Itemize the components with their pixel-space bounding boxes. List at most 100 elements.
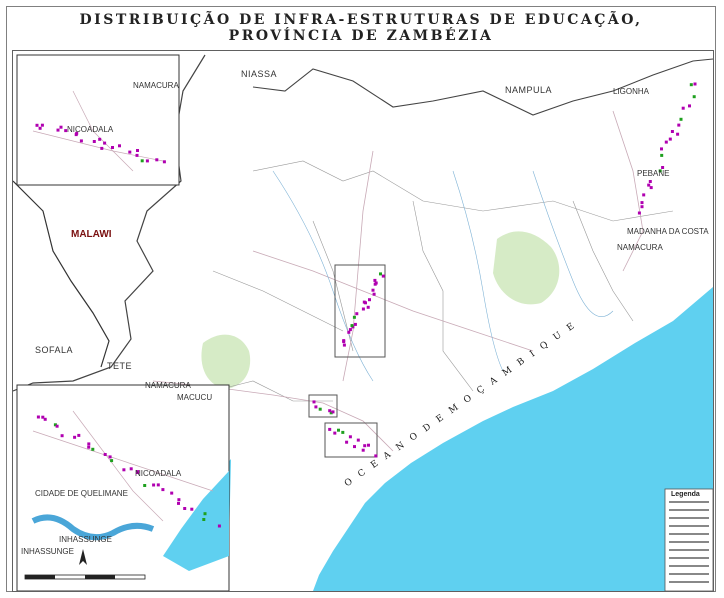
school-marker — [374, 454, 378, 458]
park-area-2 — [201, 334, 251, 389]
label-namacura-inset: NAMACURA — [133, 81, 179, 90]
school-marker — [366, 305, 370, 309]
school-marker — [647, 183, 651, 187]
school-markers — [35, 82, 697, 528]
school-marker — [348, 328, 352, 332]
school-marker — [664, 140, 668, 144]
school-marker — [329, 411, 333, 415]
school-marker — [670, 130, 674, 133]
school-marker — [73, 435, 77, 439]
label-madanha-costa: MADANHA DA COSTA — [627, 227, 709, 236]
school-marker — [693, 82, 697, 86]
school-marker — [129, 467, 133, 471]
school-marker — [183, 507, 187, 510]
school-marker — [177, 501, 180, 505]
sea-area — [313, 287, 713, 591]
school-marker — [161, 488, 165, 492]
school-marker — [98, 137, 102, 141]
inset-bottom-sea — [163, 471, 229, 571]
malawi-border — [13, 180, 110, 368]
label-inhassunge-2: INHASSUNGE — [21, 547, 74, 556]
school-marker — [177, 498, 181, 502]
school-marker — [345, 440, 349, 444]
map-title: DISTRIBUIÇÃO DE INFRA-ESTRUTURAS DE EDUC… — [6, 6, 716, 50]
school-marker — [337, 428, 340, 432]
school-marker — [155, 158, 159, 162]
inset-road — [72, 90, 134, 172]
school-marker — [111, 146, 114, 149]
inset-road — [32, 430, 214, 492]
map-svg — [13, 54, 713, 591]
school-marker — [362, 300, 366, 304]
school-marker — [350, 324, 354, 328]
river — [452, 170, 504, 372]
label-nampula: NAMPULA — [505, 85, 553, 95]
school-marker — [36, 415, 40, 419]
school-marker — [342, 340, 346, 344]
school-marker — [348, 435, 352, 439]
school-marker — [681, 106, 685, 110]
label-nicoadala-inset: NICOADALA — [67, 125, 114, 134]
label-pebane: PEBANE — [637, 169, 670, 178]
label-niassa: NIASSA — [241, 69, 278, 79]
school-marker — [152, 483, 156, 487]
school-marker — [140, 159, 144, 163]
park-area-1 — [493, 231, 560, 305]
school-marker — [59, 125, 63, 129]
school-marker — [640, 201, 644, 205]
school-marker — [328, 409, 332, 413]
school-marker — [103, 453, 107, 456]
label-tete: TETE — [107, 361, 133, 371]
school-marker — [374, 281, 378, 285]
school-marker — [372, 292, 376, 296]
school-marker — [333, 431, 337, 435]
school-marker — [314, 405, 318, 409]
label-macucu: MACUCU — [177, 393, 213, 402]
school-marker — [108, 455, 112, 459]
study-box-3 — [324, 422, 378, 458]
school-marker — [347, 330, 351, 334]
school-marker — [353, 322, 357, 326]
school-marker — [145, 159, 149, 163]
district-border — [212, 270, 344, 332]
study-box-2 — [308, 394, 338, 418]
school-marker — [381, 274, 385, 278]
school-marker — [367, 443, 370, 447]
legend-box — [664, 488, 713, 591]
label-malawi: MALAWI — [71, 229, 112, 240]
school-marker — [136, 149, 139, 152]
school-marker — [110, 459, 114, 463]
school-marker — [640, 205, 644, 209]
river — [532, 170, 614, 317]
label-sofala: SOFALA — [35, 345, 74, 355]
map-canvas[interactable]: NIASSA NAMPULA MALAWI SOFALA TETE NAMACU… — [12, 50, 714, 592]
school-marker — [363, 444, 367, 448]
district-border — [412, 200, 474, 392]
school-marker — [118, 144, 121, 148]
school-marker — [91, 447, 95, 451]
label-cidade-quelimane: CIDADE DE QUELIMANE — [35, 489, 128, 498]
legend-items — [669, 501, 709, 583]
school-marker — [342, 343, 346, 347]
school-marker — [203, 512, 207, 516]
label-nicoadala-lower: NICOADALA — [135, 469, 182, 478]
label-namacura-lower: NAMACURA — [145, 381, 191, 390]
road — [612, 110, 644, 272]
school-marker — [40, 123, 44, 127]
school-marker — [355, 312, 359, 316]
school-marker — [356, 438, 360, 442]
school-marker — [318, 407, 322, 411]
school-marker — [60, 434, 64, 438]
legend-title: Legenda — [671, 491, 700, 498]
road — [252, 250, 534, 352]
school-marker — [692, 95, 696, 99]
school-marker — [43, 417, 47, 421]
district-border — [312, 220, 354, 352]
school-marker — [352, 315, 356, 319]
school-marker — [122, 468, 126, 472]
school-marker — [328, 427, 332, 431]
school-marker — [688, 104, 691, 108]
school-marker — [312, 400, 316, 404]
school-marker — [75, 131, 79, 135]
school-marker — [87, 442, 91, 446]
